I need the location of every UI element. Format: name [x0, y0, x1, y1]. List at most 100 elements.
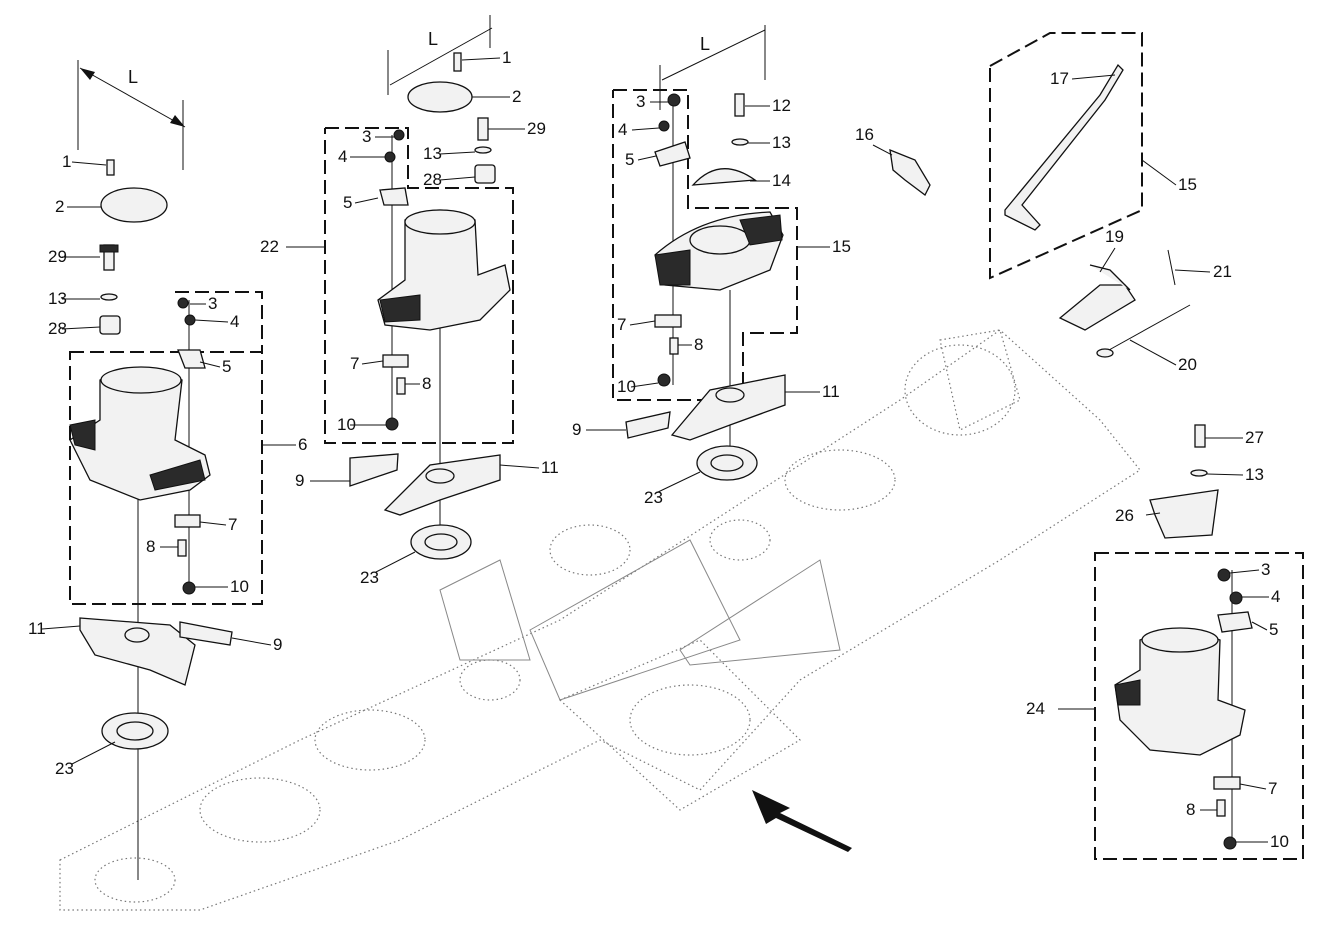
callout-15: 15	[832, 237, 851, 256]
callout-8: 8	[1186, 800, 1195, 819]
callout-9: 9	[295, 471, 304, 490]
left-assembly	[69, 159, 233, 750]
callout-13: 13	[772, 133, 791, 152]
callout-1: 1	[62, 152, 71, 171]
plate-icon	[174, 514, 201, 528]
leader-line	[1129, 339, 1177, 366]
group-frame-25	[1094, 552, 1304, 860]
plate-icon	[654, 314, 682, 328]
group-frame-16	[989, 32, 1143, 280]
callout-9: 9	[273, 635, 282, 654]
callout-3: 3	[208, 294, 217, 313]
bolt-icon	[453, 52, 462, 72]
callout-5: 5	[625, 150, 634, 169]
callout-8: 8	[146, 537, 155, 556]
leader-line	[631, 127, 660, 131]
callout-7: 7	[228, 515, 237, 534]
dimension-label: L	[128, 67, 138, 87]
cap-icon	[691, 167, 757, 186]
bolt-icon	[1216, 799, 1226, 817]
leader-line	[361, 360, 384, 365]
leader-line	[354, 197, 379, 204]
leader-line	[194, 319, 229, 323]
callout-10: 10	[617, 377, 636, 396]
callout-4: 4	[338, 147, 347, 166]
cover-plate-icon	[407, 81, 473, 113]
cutter-bar-ghost	[59, 329, 1141, 911]
leader-line	[1145, 512, 1161, 516]
dimension-label: L	[700, 34, 710, 54]
dimension-l-middle: L	[387, 15, 493, 95]
callout-29: 28	[423, 170, 442, 189]
callout-24: 23	[55, 759, 74, 778]
leader-line	[1239, 783, 1267, 790]
washer-icon	[100, 293, 118, 301]
callout-4: 4	[618, 120, 627, 139]
leader-line	[1071, 74, 1116, 80]
disc-icon	[79, 617, 196, 686]
washer-icon	[474, 146, 492, 154]
callout-28: 29	[48, 247, 67, 266]
clamp-icon	[379, 187, 409, 206]
bracket-icon	[1058, 284, 1136, 331]
callout-5: 5	[343, 193, 352, 212]
callout-8: 8	[422, 374, 431, 393]
bolt-icon	[669, 337, 679, 355]
lever-icon	[1004, 63, 1124, 231]
callouts: 1 2 29 13 28 3 4 5 6 7 8 10 11 9 23 1 2 …	[28, 48, 1289, 851]
bolt-icon	[477, 117, 489, 141]
callout-27: 27	[1245, 428, 1264, 447]
callout-13: 13	[423, 144, 442, 163]
callout-3: 3	[362, 127, 371, 146]
right-assembly	[625, 93, 786, 481]
callout-7: 7	[350, 354, 359, 373]
leader-line	[1251, 621, 1268, 631]
dimension-label: L	[428, 29, 438, 49]
tool-icon	[889, 148, 931, 196]
disc-icon	[383, 454, 501, 516]
callout-21: 20	[1178, 355, 1197, 374]
leader-line	[1099, 247, 1116, 273]
callout-13: 13	[48, 289, 67, 308]
clamp-icon	[654, 141, 691, 167]
callout-7: 7	[1268, 779, 1277, 798]
blade-icon	[625, 411, 671, 439]
callout-25: 24	[1026, 699, 1045, 718]
washer-icon	[1190, 469, 1208, 477]
callout-14: 14	[772, 171, 791, 190]
leader-line	[872, 144, 893, 156]
callout-29: 28	[48, 319, 67, 338]
callout-4: 4	[230, 312, 239, 331]
leader-line	[71, 161, 107, 166]
middle-assembly	[349, 52, 511, 560]
shield-plate-icon	[1149, 489, 1219, 539]
bolt-icon	[1194, 424, 1206, 448]
callout-10: 10	[230, 577, 249, 596]
callout-10: 10	[337, 415, 356, 434]
group-frame-6	[69, 351, 263, 605]
leader-line	[499, 464, 540, 469]
callout-3: 3	[636, 92, 645, 111]
callout-13: 13	[1245, 465, 1264, 484]
disc-icon	[670, 374, 786, 441]
kit-parts	[889, 63, 1219, 539]
callout-16: 15	[1178, 175, 1197, 194]
callout-23: 22	[260, 237, 279, 256]
spacer-icon	[474, 164, 496, 184]
bolt-icon	[177, 539, 187, 557]
blade-icon	[349, 453, 399, 487]
clamp-icon	[177, 349, 206, 369]
leader-line	[439, 151, 476, 155]
leader-line	[1174, 269, 1211, 273]
bolt-icon	[106, 159, 115, 176]
callout-11: 11	[822, 382, 840, 401]
leader-line	[375, 551, 416, 573]
callout-9: 9	[572, 420, 581, 439]
leader-line	[439, 176, 476, 181]
leader-line	[199, 361, 221, 368]
group-frame-15	[612, 89, 798, 401]
callout-24: 23	[360, 568, 379, 587]
leader-line	[1229, 569, 1260, 574]
